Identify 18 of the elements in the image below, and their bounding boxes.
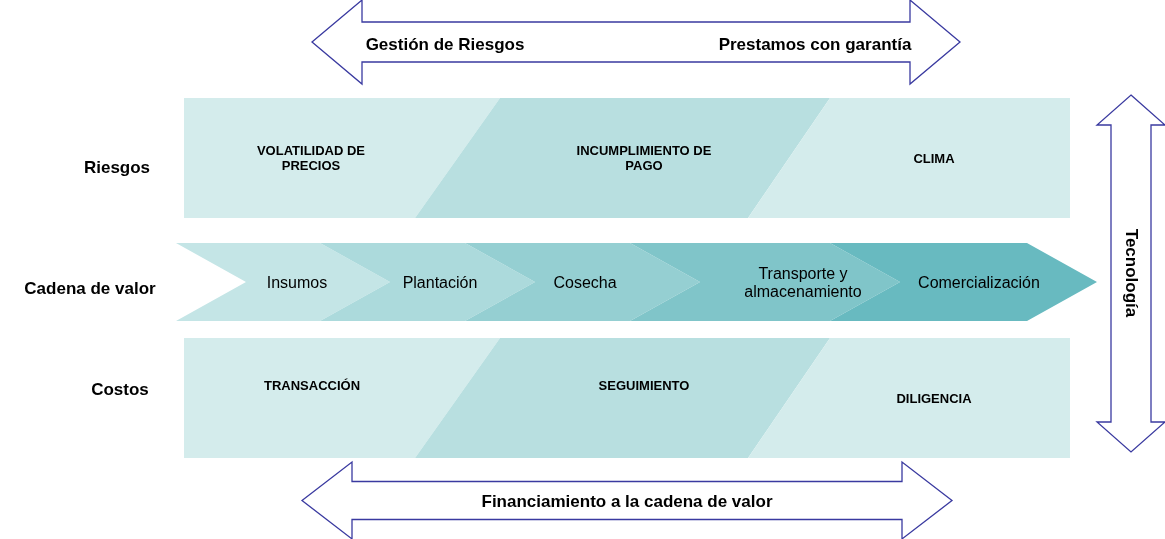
arrow-label: Prestamos con garantía bbox=[718, 35, 912, 55]
row-label: Costos bbox=[91, 380, 149, 400]
segment-label: INCUMPLIMIENTO DE PAGO bbox=[575, 143, 713, 173]
stage-label: Transporte y almacenamiento bbox=[743, 265, 863, 301]
segment-label: CLIMA bbox=[913, 150, 955, 166]
stage-label: Plantación bbox=[402, 274, 478, 292]
row-label: Cadena de valor bbox=[24, 279, 156, 299]
stage-label: Insumos bbox=[266, 274, 328, 292]
arrow-label: Financiamiento a la cadena de valor bbox=[481, 492, 773, 512]
segment-label: TRANSACCIÓN bbox=[263, 377, 361, 393]
arrow-label: Tecnología bbox=[1121, 228, 1141, 318]
arrow-label: Gestión de Riesgos bbox=[365, 35, 525, 55]
segment-label: DILIGENCIA bbox=[896, 390, 972, 406]
stage-label: Cosecha bbox=[553, 274, 617, 292]
stage-label: Comercialización bbox=[918, 274, 1040, 292]
segment-label: VOLATILIDAD DE PRECIOS bbox=[255, 143, 367, 173]
row-label: Riesgos bbox=[83, 158, 151, 178]
segment-label: SEGUIMIENTO bbox=[598, 377, 690, 393]
